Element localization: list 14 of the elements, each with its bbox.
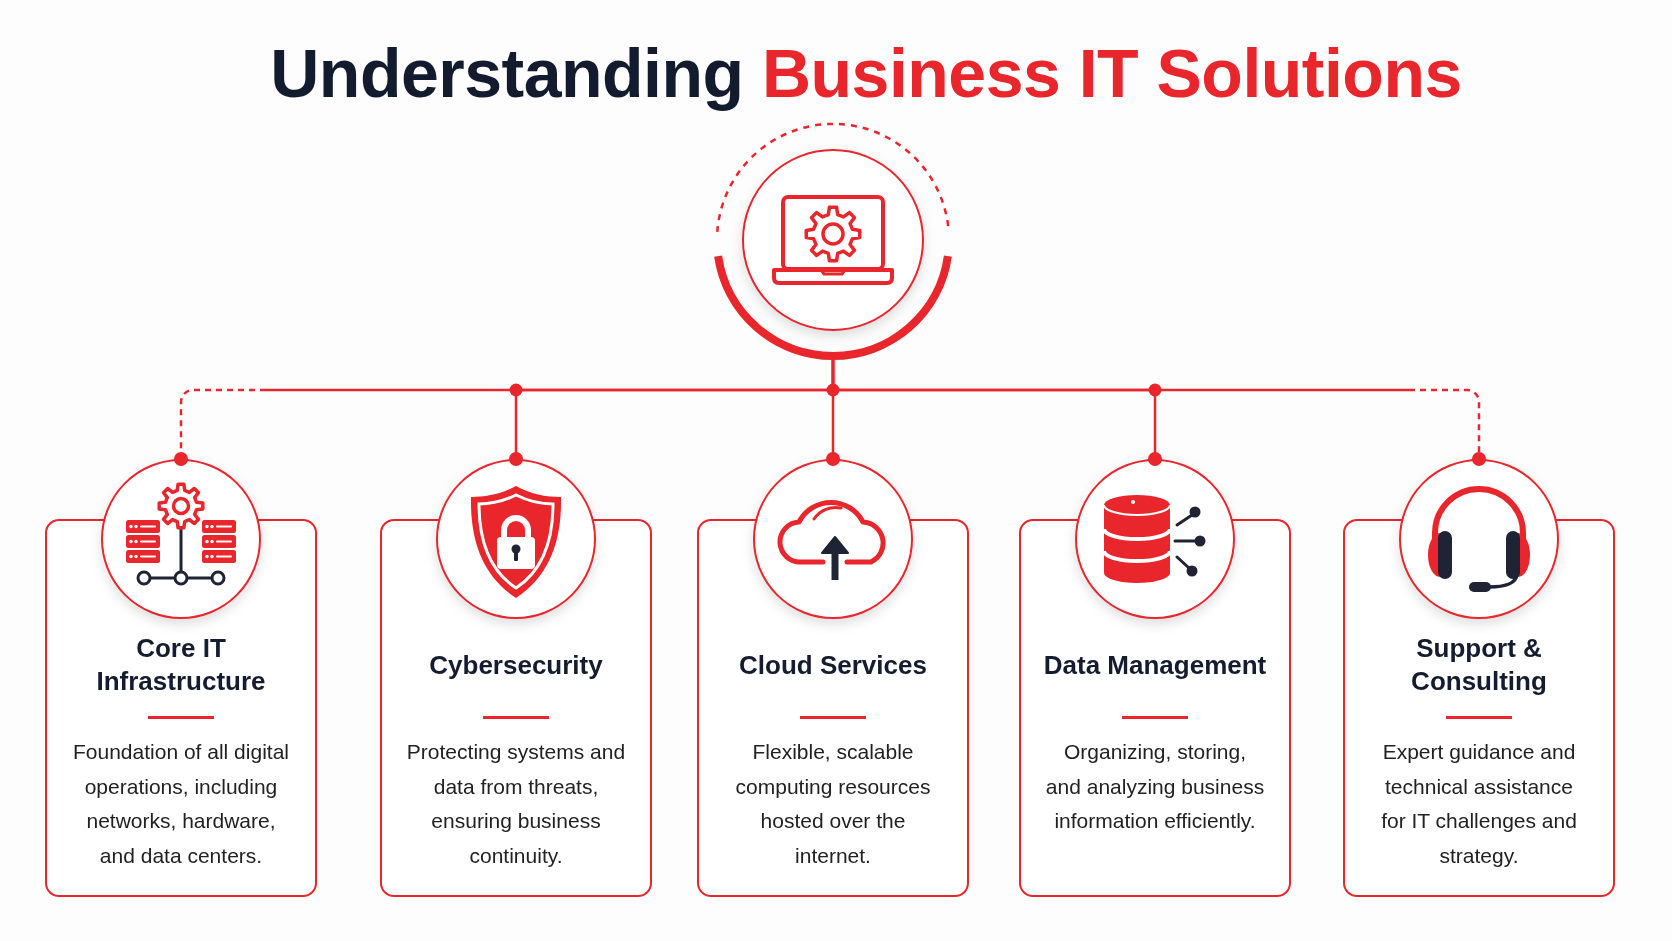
card-description: Expert guidance and technical assistance for IT challenges and strategy. xyxy=(1380,739,1578,869)
page-title: Understanding Business IT Solutions xyxy=(270,34,1462,113)
card-title: Data Management xyxy=(1043,648,1267,682)
card-description: Flexible, scalable computing resources hosted over the internet. xyxy=(734,739,932,869)
card-title: Support & Consulting xyxy=(1410,632,1548,698)
card-description: Organizing, storing, and analyzing business information efficiently. xyxy=(1044,739,1266,834)
hub-circle xyxy=(713,120,953,360)
card-description: Protecting systems and data from threats, ensuring business continuity. xyxy=(405,739,627,869)
card-title: Cloud Services xyxy=(739,648,927,682)
icon-circle xyxy=(753,459,913,619)
card-title: Cybersecurity xyxy=(429,648,603,682)
card-title: Core IT Infrastructure xyxy=(95,632,267,698)
connector-line xyxy=(831,360,1486,466)
card-description: Foundation of all digital operations, including networks, hardware, and data centers. xyxy=(72,739,290,869)
